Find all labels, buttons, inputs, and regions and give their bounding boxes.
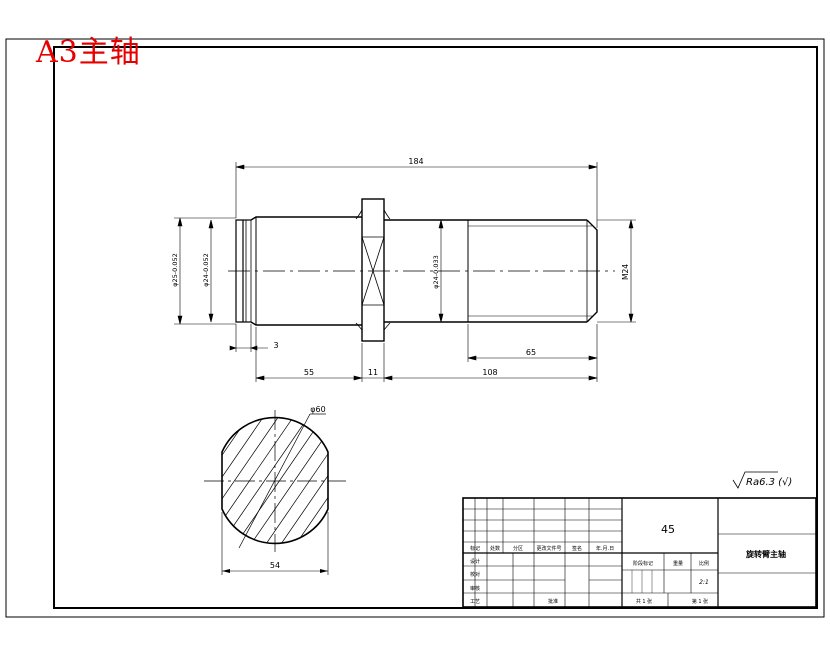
header-count: 处数: [490, 545, 500, 552]
sheet-inner-border: [53, 46, 818, 609]
stage-label: 阶段标记: [633, 560, 653, 567]
sheet-number: 第 1 张: [692, 598, 708, 605]
dim-len-11: 11: [368, 368, 378, 377]
approve-label: 批准: [548, 598, 558, 605]
material-text: 45: [661, 523, 675, 536]
dim-thread-m24: M24: [621, 264, 630, 280]
scale-label: 比例: [699, 560, 709, 567]
dim-section-flat: 54: [270, 561, 280, 570]
section-outline: [221, 416, 329, 545]
title-block: [462, 497, 817, 608]
dim-mid-diameter: φ24-0.033: [432, 255, 440, 289]
header-change-doc: 更改文件号: [536, 545, 561, 552]
header-mark: 标记: [470, 545, 480, 552]
row-process: 工艺: [470, 599, 480, 605]
dimension-set: 184 φ25-0.052 φ24-0.052 φ24-0.033 M24 3 …: [171, 157, 636, 382]
row-review: 审核: [470, 585, 480, 592]
dim-len-108: 108: [482, 368, 497, 377]
dim-left-inner-diameter: φ24-0.052: [202, 253, 210, 287]
row-check: 校对: [470, 571, 480, 578]
surface-finish-text: Ra6.3 (√): [746, 477, 792, 488]
surface-finish-symbol: [732, 471, 778, 489]
weight-label: 重量: [673, 560, 683, 567]
shaft-main-view: [228, 198, 615, 342]
row-design: 设计: [470, 558, 480, 565]
header-date: 年.月.日: [596, 545, 614, 552]
dim-collar-offset: 3: [273, 341, 278, 350]
drawing-label-stamp: A3主轴: [36, 35, 141, 70]
dim-section-diameter: φ60: [310, 405, 325, 414]
sheets-total: 共 1 张: [636, 598, 652, 605]
dim-len-55: 55: [304, 368, 314, 377]
part-name-text: 旋转臂主轴: [745, 549, 786, 559]
header-signature: 签名: [572, 545, 582, 552]
dim-thread-length: 65: [526, 348, 536, 357]
section-view: [204, 410, 346, 575]
dim-left-outer-diameter: φ25-0.052: [171, 253, 179, 287]
sheet-outer-frame: [5, 38, 825, 618]
title-block-text: 45 旋转臂主轴 标记 处数 分区 更改文件号 签名 年.月.日 设计 校对 审…: [470, 523, 786, 605]
shaft-collar: [361, 198, 385, 342]
scale-value: 2:1: [699, 579, 709, 586]
header-zone: 分区: [513, 545, 523, 552]
dim-overall-length: 184: [408, 157, 423, 166]
